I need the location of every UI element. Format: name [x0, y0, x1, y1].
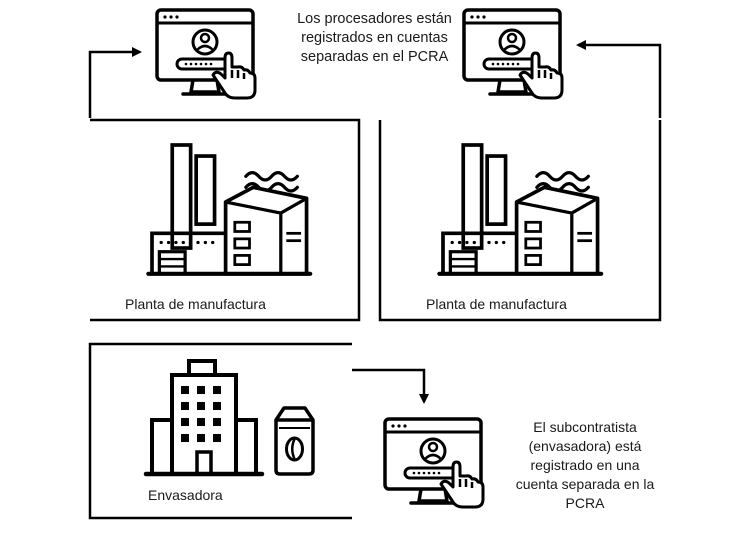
plant-label-right: Planta de manufactura [426, 296, 567, 312]
packager-box [88, 342, 352, 520]
computer-login-icon-left [155, 8, 257, 100]
computer-login-icon-right [462, 8, 564, 100]
arrow-packager-to-computer [352, 368, 429, 404]
computer-login-icon-bottom [383, 417, 485, 509]
packager-label: Envasadora [148, 487, 223, 503]
building-icon [143, 359, 265, 477]
plant-label-left: Planta de manufactura [125, 296, 266, 312]
arrow-plant-left-to-computer [88, 47, 142, 118]
arrow-plant-right-to-computer [576, 40, 662, 118]
coffee-bag-icon [274, 406, 315, 476]
note-subcontractor-registered: El subcontratista (envasadora) está regi… [515, 419, 655, 511]
factory-icon-right [439, 145, 601, 274]
factory-icon-left [148, 145, 310, 274]
plant-box-left [90, 118, 361, 322]
note-processors-registered: Los procesadores están registrados en cu… [297, 11, 452, 65]
plant-box-right [378, 120, 662, 322]
